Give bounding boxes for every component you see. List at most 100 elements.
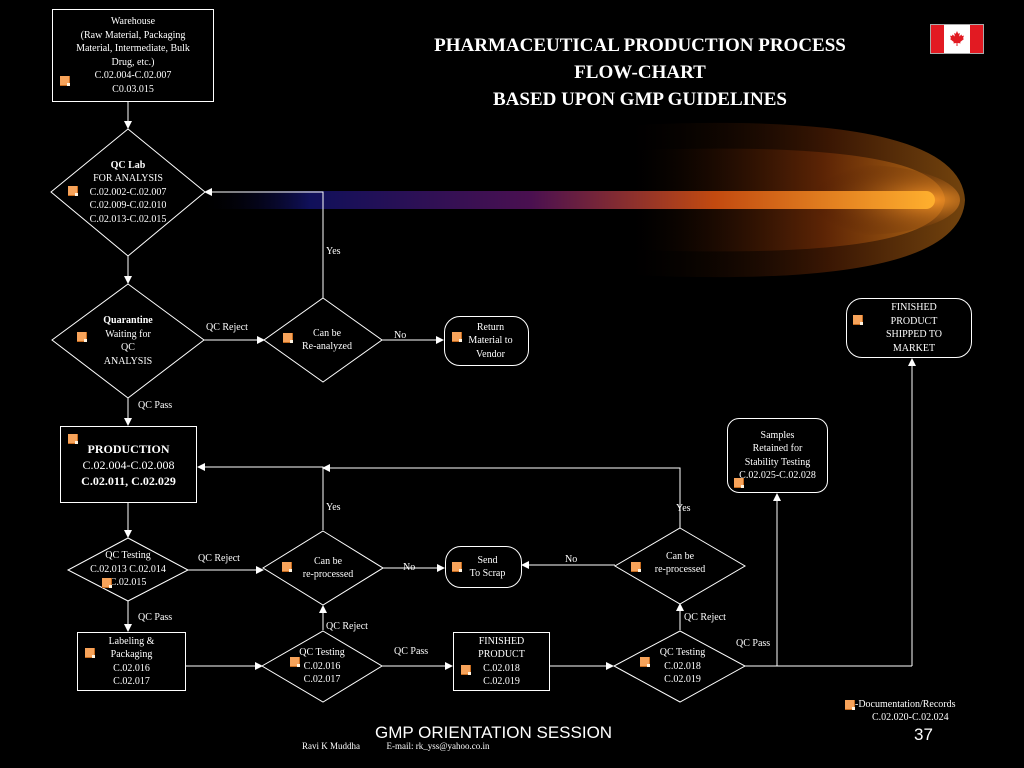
qc-testing-1-node: QC Testing C.02.013 C.02.014 C.02.015 [68, 538, 188, 601]
diamond-reanalyze [263, 297, 383, 383]
return-vendor-line: Vendor [476, 348, 505, 360]
qc-testing-3-line: QC Testing [659, 647, 706, 659]
title-line-2: FLOW-CHART [574, 62, 706, 83]
edge-label-qc-reject: QC Reject [206, 322, 248, 333]
document-icon [853, 315, 863, 325]
qc-lab-line: C.02.009-C.02.010 [89, 200, 167, 212]
finished-shipped-line: MARKET [892, 342, 936, 354]
production-title: PRODUCTION [87, 441, 170, 456]
edge-label-qc-pass: QC Pass [138, 612, 173, 623]
diamond-qclab [50, 128, 206, 257]
labeling-line: Packaging [110, 649, 153, 660]
finished-product-line: PRODUCT [478, 649, 525, 660]
can-reprocessed-2-line: re-processed [654, 564, 706, 575]
maple-leaf-icon [950, 31, 964, 46]
diamond-quarantine [51, 283, 205, 399]
warehouse-line: Material, Intermediate, Bulk [76, 43, 190, 54]
samples-node: Samples Retained for Stability Testing C… [727, 418, 828, 493]
flag-band-right [970, 25, 983, 53]
qc-testing-2-line: C.02.016 [303, 660, 341, 672]
labeling-node: Labeling & Packaging C.02.016 C.02.017 [77, 632, 186, 691]
quarantine-line: Waiting for [105, 328, 151, 340]
quarantine-line: QC [121, 342, 135, 353]
edge-label-qc-pass: QC Pass [736, 638, 771, 649]
can-reprocessed-2-node: Can be re-processed [615, 528, 745, 604]
qc-lab-line: C.02.002-C.02.007 [89, 186, 167, 198]
return-vendor-line: Return [476, 321, 505, 333]
qc-testing-1-line: C.02.015 [109, 577, 147, 589]
flow-connectors [124, 102, 916, 670]
canada-flag-icon [930, 24, 984, 54]
can-reprocessed-2-line: Can be [665, 550, 695, 562]
labeling-line: C.02.017 [113, 676, 150, 687]
document-icon [452, 562, 462, 572]
can-reprocessed-1-line: re-processed [302, 569, 354, 580]
diamond-reprocess2 [614, 527, 746, 605]
document-icon [290, 657, 300, 667]
document-icon [68, 186, 78, 196]
comet-graphic [200, 122, 965, 278]
diamond-qctest3 [612, 630, 747, 703]
send-scrap-line: To Scrap [469, 568, 506, 579]
quarantine-title: Quarantine [103, 315, 153, 326]
diamond-reprocess1 [262, 530, 384, 606]
production-line: C.02.004-C.02.008 [82, 457, 175, 472]
edge-label-qc-reject: QC Reject [684, 612, 726, 623]
qc-lab-line: C.02.013-C.02.015 [89, 213, 167, 225]
diamond-qctest2 [261, 630, 383, 703]
finished-shipped-line: SHIPPED TO [885, 329, 943, 340]
return-vendor-node: Return Material to Vendor [444, 316, 529, 366]
finished-product-line: C.02.019 [483, 676, 520, 687]
finished-product-line: C.02.018 [483, 662, 520, 674]
edge-reanalyze-qclab [204, 188, 324, 298]
edge-label-no: No [403, 562, 416, 573]
document-icon [282, 562, 292, 572]
send-scrap-node: Send To Scrap [445, 546, 522, 588]
document-icon [68, 434, 78, 444]
document-icon [452, 332, 462, 342]
can-reanalyzed-line: Can be [312, 327, 342, 339]
decision-shapes [50, 128, 747, 703]
document-icon [283, 333, 293, 343]
labeling-line: Labeling & [108, 635, 155, 647]
warehouse-line: Drug, etc.) [111, 56, 155, 68]
warehouse-line: C0.03.015 [112, 83, 154, 95]
finished-product-line: FINISHED [478, 635, 525, 647]
edge-label-no: No [394, 330, 407, 341]
finished-shipped-line: PRODUCT [890, 315, 938, 327]
labeling-line: C.02.016 [113, 662, 150, 674]
qc-testing-2-line: QC Testing [299, 647, 345, 659]
comet-tail [200, 191, 935, 209]
qc-testing-3-node: QC Testing C.02.018 C.02.019 [614, 631, 745, 702]
can-reprocessed-1-node: Can be re-processed [263, 531, 383, 605]
finished-product-node: FINISHED PRODUCT C.02.018 C.02.019 [453, 632, 550, 691]
samples-line: Samples [760, 429, 795, 441]
author-email: E-mail: rk_yss@yahoo.co.in [386, 741, 490, 751]
document-icon [640, 657, 650, 667]
warehouse-line: (Raw Material, Packaging [80, 29, 186, 41]
document-icon [60, 76, 70, 86]
title-line-1: PHARMACEUTICAL PRODUCTION PROCESS [434, 35, 846, 56]
qc-testing-2-node: QC Testing C.02.016 C.02.017 [262, 631, 382, 702]
can-reanalyzed-node: Can be Re-analyzed [264, 298, 382, 382]
production-node: PRODUCTION C.02.004-C.02.008 C.02.011, C… [60, 426, 197, 503]
diamond-qctest1 [66, 537, 190, 602]
warehouse-line: Warehouse [110, 16, 156, 27]
qc-testing-3-line: C.02.018 [664, 660, 701, 672]
qc-testing-2-line: C.02.017 [303, 674, 341, 686]
qc-testing-3-line: C.02.019 [664, 674, 701, 686]
edge-label-qc-reject: QC Reject [326, 621, 368, 632]
send-scrap-line: Send [477, 554, 498, 566]
qc-testing-1-line: C.02.013 C.02.014 [90, 563, 166, 575]
warehouse-line: C.02.004-C.02.007 [94, 70, 172, 81]
flag-band-left [931, 25, 944, 53]
document-icon [461, 665, 471, 675]
page-title: PHARMACEUTICAL PRODUCTION PROCESS FLOW-C… [360, 32, 920, 113]
qc-lab-title: QC Lab [110, 159, 146, 171]
edge-label-yes: Yes [326, 246, 341, 257]
document-icon [734, 478, 744, 488]
edge-label-yes: Yes [326, 502, 341, 513]
samples-line: C.02.025-C.02.028 [739, 470, 816, 481]
footer-author: Ravi K Muddha E-mail: rk_yss@yahoo.co.in [302, 741, 490, 751]
author-name: Ravi K Muddha [302, 741, 360, 751]
